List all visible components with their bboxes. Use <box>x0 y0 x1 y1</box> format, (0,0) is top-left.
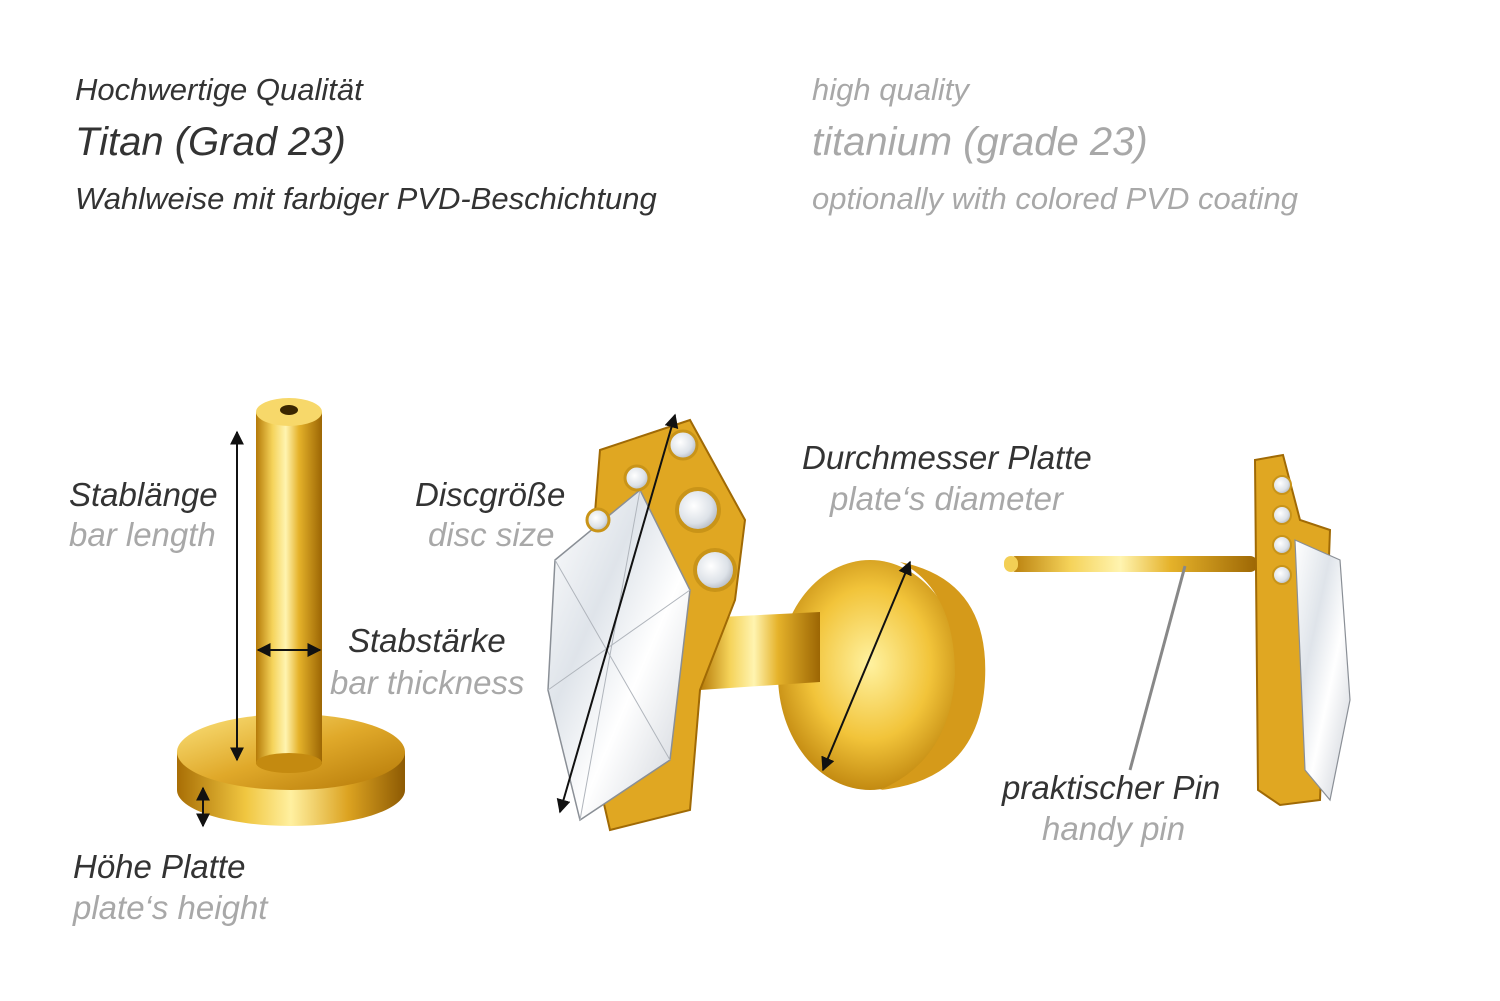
header-coating-en: optionally with colored PVD coating <box>812 181 1298 216</box>
jewel-assembled <box>547 413 986 832</box>
label-bar-thickness-en: bar thickness <box>330 664 525 701</box>
label-plate-height-en: plate‘s height <box>73 889 268 926</box>
label-handy-pin-en: handy pin <box>1042 810 1186 847</box>
labret-base <box>177 398 405 828</box>
label-plate-diameter-de: Durchmesser Platte <box>802 439 1092 476</box>
label-plate-diameter-en: plate‘s diameter <box>830 480 1063 517</box>
header-material-en: titanium (grade 23) <box>812 120 1148 164</box>
label-handy-pin-de: praktischer Pin <box>1002 769 1221 806</box>
label-bar-length-en: bar length <box>69 516 216 553</box>
label-bar-thickness-de: Stabstärke <box>348 622 506 659</box>
header-quality-en: high quality <box>812 72 969 107</box>
label-plate-height-de: Höhe Platte <box>73 848 246 885</box>
label-disc-size-en: disc size <box>428 516 555 553</box>
header-quality-de: Hochwertige Qualität <box>75 72 363 107</box>
jewel-side-view <box>1004 453 1351 807</box>
label-bar-length-de: Stablänge <box>69 476 218 513</box>
header-coating-de: Wahlweise mit farbiger PVD-Beschichtung <box>75 181 657 216</box>
header-material-de: Titan (Grad 23) <box>75 120 346 164</box>
label-disc-size-de: Discgröße <box>415 476 566 513</box>
